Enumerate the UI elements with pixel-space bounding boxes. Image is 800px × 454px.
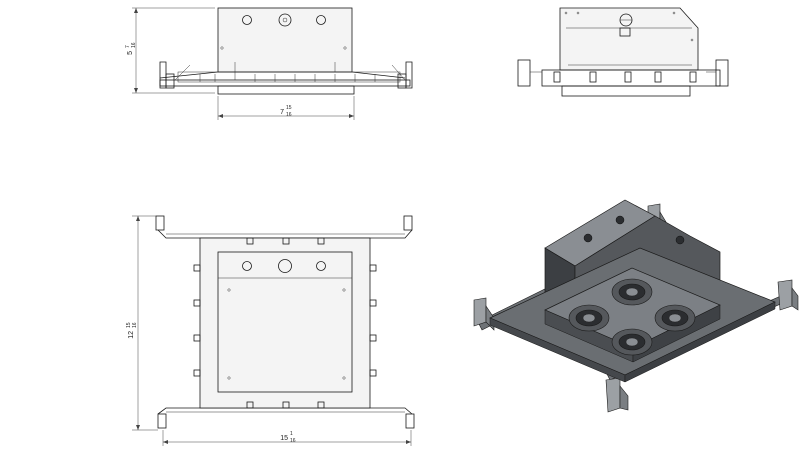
iso-lamp-module-bottom bbox=[611, 328, 653, 356]
knockout-center bbox=[278, 13, 292, 27]
front-width-whole: 7 bbox=[280, 109, 284, 116]
plan-width-den: 16 bbox=[290, 438, 296, 444]
iso-knockout-1 bbox=[583, 233, 593, 243]
plan-knockout-left bbox=[242, 261, 252, 271]
iso-knockout-2 bbox=[615, 215, 625, 225]
plan-height-num: 15 bbox=[126, 322, 132, 328]
front-height-num: 7 bbox=[125, 45, 131, 48]
iso-lamp-module-right bbox=[654, 304, 696, 332]
front-height-whole: 5 bbox=[127, 51, 134, 55]
plan-height-den: 16 bbox=[132, 322, 138, 328]
plan-view: 12 15 16 15 1 16 bbox=[126, 215, 415, 446]
plan-width-num: 1 bbox=[290, 431, 293, 437]
plan-width-whole: 15 bbox=[280, 435, 288, 442]
front-elevation-view: 5 7 16 7 15 16 bbox=[125, 7, 413, 120]
iso-knockout-3 bbox=[675, 235, 685, 245]
plan-width-dimension: 15 1 16 bbox=[162, 430, 412, 446]
plan-knockout-right bbox=[316, 261, 326, 271]
side-trim bbox=[561, 85, 691, 97]
plan-bar-hanger-bottom bbox=[157, 407, 413, 415]
side-junction-box bbox=[559, 7, 699, 71]
front-width-dimension: 7 15 16 bbox=[217, 96, 355, 120]
front-height-den: 16 bbox=[131, 42, 137, 48]
plan-height-dimension: 12 15 16 bbox=[126, 215, 158, 431]
front-width-num: 15 bbox=[286, 105, 292, 111]
side-clip-right bbox=[715, 59, 729, 87]
front-width-den: 16 bbox=[286, 112, 292, 118]
iso-hanger-clip-bl bbox=[605, 377, 629, 413]
trim-ring bbox=[217, 85, 355, 95]
side-clip-left bbox=[517, 59, 531, 87]
plan-knockout-center bbox=[278, 259, 292, 273]
plan-height-whole: 12 bbox=[128, 331, 135, 339]
iso-hanger-clip-br bbox=[777, 279, 799, 311]
mounting-flange bbox=[159, 79, 411, 87]
front-height-dimension: 5 7 16 bbox=[125, 7, 215, 94]
iso-lamp-module-left bbox=[568, 304, 610, 332]
junction-box bbox=[217, 7, 353, 73]
plan-junction-box bbox=[217, 251, 353, 393]
knockout-right bbox=[316, 15, 326, 25]
isometric-view bbox=[473, 199, 799, 413]
bar-hanger-frame bbox=[159, 71, 406, 79]
plan-mounting-plate bbox=[199, 237, 371, 409]
iso-lamp-module-top bbox=[611, 278, 653, 306]
side-elevation-view bbox=[517, 7, 729, 97]
knockout-left bbox=[242, 15, 252, 25]
